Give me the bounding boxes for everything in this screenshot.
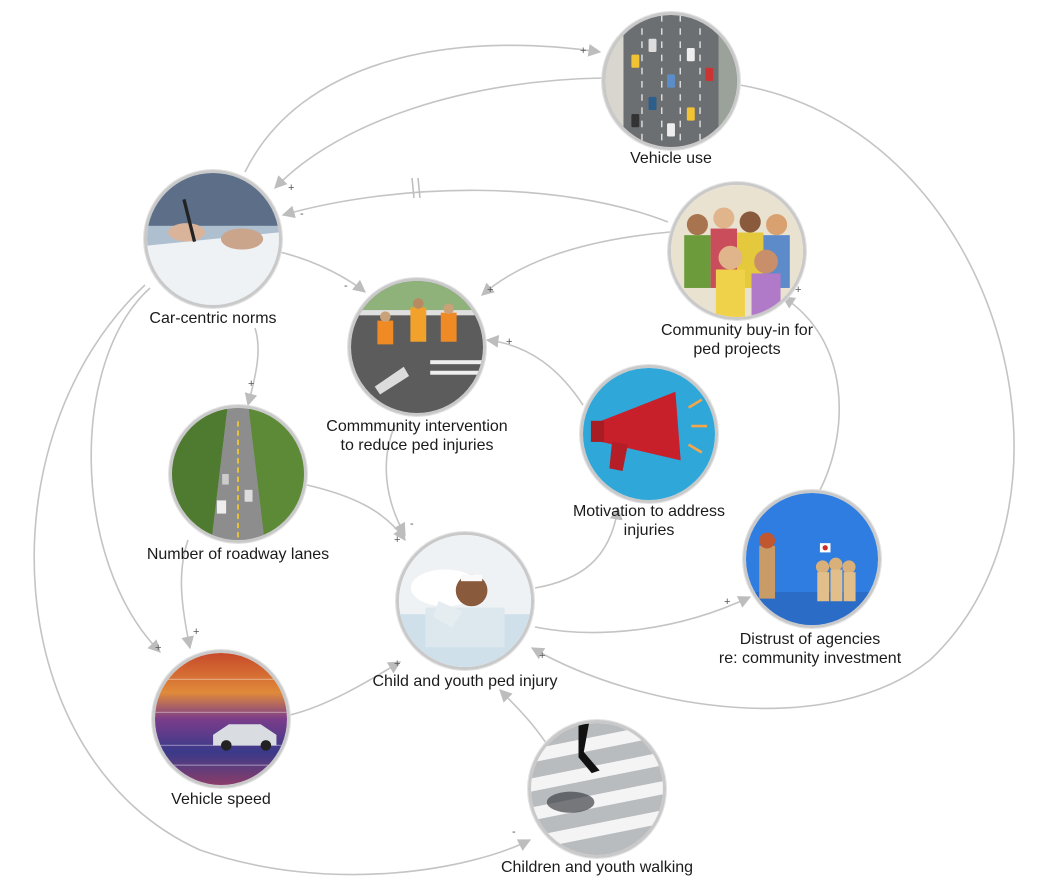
edge-motivation-to-intervention — [485, 334, 584, 406]
edge-sign: + — [795, 284, 802, 296]
edge-vehicle-use-to-injury — [530, 84, 1015, 710]
edge-sign: + — [506, 336, 513, 348]
edge-norms-to-lanes — [244, 327, 259, 407]
edge-injury-to-motivation — [534, 506, 623, 589]
injured-child-photo — [396, 532, 534, 670]
node-label: Community buy-in for ped projects — [660, 322, 814, 358]
node-label: Motivation to address injuries — [572, 503, 726, 539]
edge-buyin-to-norms — [281, 189, 669, 223]
edge-norms-to-intervention — [279, 251, 366, 293]
delay-mark-1 — [411, 177, 415, 199]
edge-norms-to-walking — [33, 284, 532, 876]
edge-injury-to-distrust — [534, 596, 752, 634]
edge-vehicle-use-to-norms — [274, 77, 604, 189]
speeding-car-photo — [152, 650, 290, 788]
node-label: Vehicle use — [630, 150, 712, 167]
edge-buyin-to-intervention — [481, 231, 671, 296]
node-label: Distrust of agencies re: community inves… — [718, 631, 902, 667]
highway-traffic-photo — [602, 12, 740, 150]
edge-sign: + — [580, 45, 587, 57]
edge-sign: + — [724, 596, 731, 608]
edge-speed-to-injury — [289, 661, 402, 716]
edge-sign: - — [300, 208, 304, 220]
node-label: Commmunity intervention to reduce ped in… — [326, 418, 508, 454]
edge-intervention-to-injury — [385, 424, 406, 537]
edge-sign: + — [193, 626, 200, 638]
edge-sign: + — [487, 284, 494, 296]
node-label: Children and youth walking — [500, 859, 694, 876]
edge-sign: - — [344, 280, 348, 292]
edge-sign: + — [394, 534, 401, 546]
edge-sign: - — [512, 826, 516, 838]
edge-distrust-to-buyin — [781, 296, 840, 491]
community-crowd-illustration — [668, 182, 806, 320]
edge-sign: + — [539, 650, 546, 662]
node-label: Child and youth ped injury — [372, 673, 558, 690]
node-label: Number of roadway lanes — [146, 546, 330, 563]
edge-lanes-to-injury — [306, 484, 406, 542]
megaphone-icon — [580, 365, 718, 503]
edge-sign: + — [394, 658, 401, 670]
edge-sign: - — [410, 518, 414, 530]
signing-document-photo — [144, 170, 282, 308]
delay-mark-2 — [417, 177, 421, 199]
edge-sign: + — [288, 182, 295, 194]
road-workers-photo — [348, 278, 486, 416]
wooden-figures-photo — [743, 490, 881, 628]
node-label: Car-centric norms — [149, 310, 277, 327]
edge-norms-to-speed — [90, 287, 161, 653]
edge-sign: + — [155, 642, 162, 654]
edge-sign: + — [248, 378, 255, 390]
tree-lined-road-photo — [169, 405, 307, 543]
edge-norms-to-vehicle-use — [244, 43, 602, 173]
edge-lanes-to-speed — [180, 539, 194, 650]
node-label: Vehicle speed — [171, 791, 271, 808]
crosswalk-walker-photo — [528, 720, 666, 858]
